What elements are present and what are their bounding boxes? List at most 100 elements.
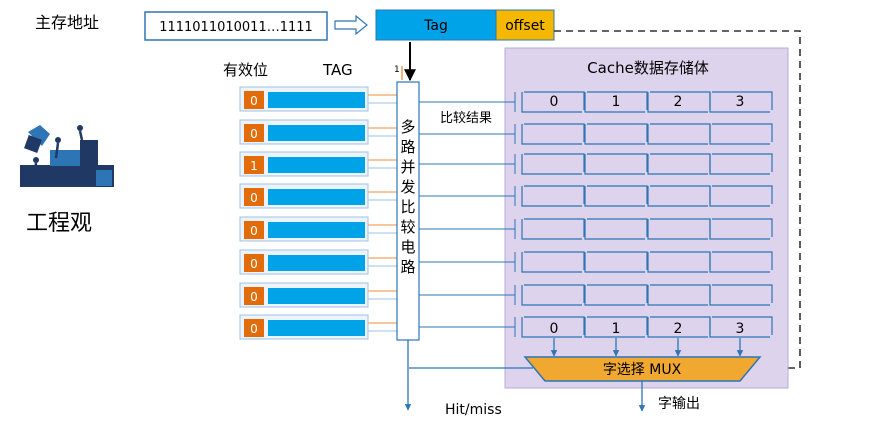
cache-word-cell bbox=[521, 218, 585, 240]
tag-entry-bar bbox=[268, 189, 365, 205]
comparator-char: 较 bbox=[400, 218, 415, 236]
cache-data-row bbox=[419, 153, 773, 175]
hollow-arrow-icon bbox=[334, 14, 368, 36]
cache-word-cell bbox=[521, 284, 585, 306]
tag-store-row: 0 bbox=[239, 314, 397, 340]
word-index-bottom: 3 bbox=[736, 321, 745, 337]
tag-store-row: 1 bbox=[239, 151, 397, 177]
address-label: 主存地址 bbox=[35, 13, 99, 32]
cache-data-row bbox=[419, 185, 773, 207]
side-title: 工程观 bbox=[26, 211, 92, 236]
valid-bit-value: 0 bbox=[250, 94, 258, 108]
word-index-top: 1 bbox=[612, 94, 621, 110]
tag-entry-bar bbox=[268, 222, 365, 238]
tag-entry-bar bbox=[268, 320, 365, 336]
cache-word-cell bbox=[521, 316, 585, 338]
comparator-char: 路 bbox=[400, 258, 415, 276]
address-box bbox=[144, 11, 328, 41]
word-select-mux bbox=[523, 356, 762, 382]
compare-result-label: 比较结果 bbox=[440, 111, 492, 126]
cache-word-cell bbox=[521, 185, 585, 207]
tag-entry-bar bbox=[268, 92, 365, 108]
comparator-char: 发 bbox=[400, 178, 415, 196]
tag-entry-bar bbox=[268, 157, 365, 173]
word-index-bottom: 1 bbox=[612, 321, 621, 337]
comparator-char: 并 bbox=[400, 158, 415, 176]
tag-store-row: 0 bbox=[239, 183, 397, 209]
cache-word-cell bbox=[584, 185, 648, 207]
valid-bit-box bbox=[244, 91, 264, 109]
valid-bit-value: 0 bbox=[250, 127, 258, 141]
word-index-bottom: 2 bbox=[674, 321, 683, 337]
cache-data-row bbox=[419, 284, 773, 306]
offset-field-label: offset bbox=[505, 18, 545, 34]
comparator-char: 路 bbox=[400, 138, 415, 156]
valid-bit-value: 0 bbox=[250, 191, 258, 205]
word-index-bottom: 0 bbox=[550, 321, 559, 337]
cache-word-cell bbox=[709, 316, 773, 338]
cache-word-cell bbox=[584, 123, 648, 145]
valid-bit-box bbox=[244, 221, 264, 239]
valid-bit-box bbox=[244, 287, 264, 305]
cache-word-cell bbox=[584, 218, 648, 240]
cache-word-cell bbox=[521, 123, 585, 145]
tag-entry-bar bbox=[268, 288, 365, 304]
tag-header: TAG bbox=[322, 61, 353, 79]
tag-field-box bbox=[375, 9, 497, 41]
hit-miss-label: Hit/miss bbox=[445, 402, 502, 418]
offset-field-box bbox=[495, 9, 555, 41]
valid-bit-value: 1 bbox=[250, 159, 258, 173]
cache-word-cell bbox=[584, 251, 648, 273]
valid-bit-box bbox=[244, 254, 264, 272]
comparator-char: 比 bbox=[400, 198, 415, 216]
cache-word-cell bbox=[709, 284, 773, 306]
valid-bit-value: 0 bbox=[250, 290, 258, 304]
tag-entry-bar bbox=[268, 125, 365, 141]
valid-bit-box bbox=[244, 156, 264, 174]
cache-word-cell bbox=[584, 91, 648, 113]
tag-store-row: 0 bbox=[239, 282, 397, 308]
cache-word-cell bbox=[709, 185, 773, 207]
comparator-char: 多 bbox=[400, 118, 415, 136]
valid-bit-box bbox=[244, 188, 264, 206]
valid-bit-value: 0 bbox=[250, 257, 258, 271]
cache-word-cell bbox=[709, 218, 773, 240]
word-output-label: 字输出 bbox=[658, 396, 700, 412]
tag-field-label: Tag bbox=[423, 18, 448, 34]
word-index-top: 0 bbox=[550, 94, 559, 110]
word-index-top: 3 bbox=[736, 94, 745, 110]
word-index-top: 2 bbox=[674, 94, 683, 110]
cache-word-cell bbox=[709, 91, 773, 113]
cache-data-row bbox=[419, 251, 773, 273]
cache-word-cell bbox=[584, 153, 648, 175]
cache-data-row bbox=[419, 123, 773, 145]
cache-word-cell bbox=[521, 91, 585, 113]
comparator-char: 电 bbox=[400, 238, 415, 256]
valid-bit-box bbox=[244, 319, 264, 337]
valid-bit-value: 0 bbox=[250, 224, 258, 238]
cache-word-cell bbox=[709, 251, 773, 273]
tag-store-row: 0 bbox=[239, 249, 397, 275]
tag-store-row: 0 bbox=[239, 216, 397, 242]
tag-entry-bar bbox=[268, 255, 365, 271]
cache-data-row bbox=[419, 316, 773, 338]
cache-word-cell bbox=[709, 153, 773, 175]
engineering-puzzle-icon bbox=[20, 125, 114, 187]
address-value: 1111011010011…1111 bbox=[159, 20, 313, 35]
cache-data-row bbox=[419, 91, 773, 113]
valid-bit-box bbox=[244, 124, 264, 142]
cache-data-row bbox=[419, 218, 773, 240]
cache-word-cell bbox=[584, 284, 648, 306]
tag-store-row: 0 bbox=[239, 86, 397, 112]
cache-word-cell bbox=[584, 316, 648, 338]
valid-header: 有效位 bbox=[223, 61, 268, 79]
tag-store-row: 0 bbox=[239, 119, 397, 145]
cache-word-cell bbox=[521, 153, 585, 175]
mux-label: 字选择 MUX bbox=[603, 362, 682, 378]
cache-title: Cache数据存储体 bbox=[587, 59, 709, 77]
cache-word-cell bbox=[521, 251, 585, 273]
valid-bit-value: 0 bbox=[250, 322, 258, 336]
cache-word-cell bbox=[709, 123, 773, 145]
small-marker: 1 bbox=[394, 65, 400, 75]
